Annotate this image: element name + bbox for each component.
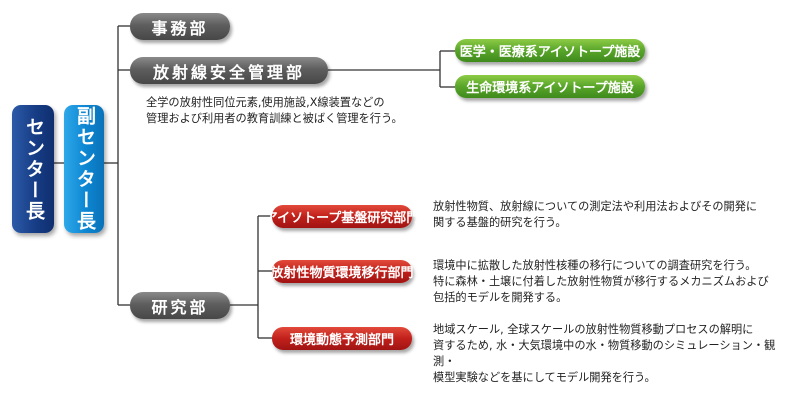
dynamics-division-description: 地域スケール, 全球スケールの放射性物質移動プロセスの解明に 資するため, 水・… xyxy=(433,323,776,384)
center-director-box: センター長 xyxy=(12,105,54,233)
radiation-safety-description: 全学の放射性同位元素,使用施設,X線装置などの 管理および利用者の教育訓練と被ば… xyxy=(146,96,403,125)
isotope-division-description: 放射性物質、放射線についての測定法や利用法およびその開発に 関する基盤的研究を行… xyxy=(433,200,758,229)
radiation-safety-department: 放射線安全管理部 xyxy=(130,57,328,84)
isotope-fundamental-research-division: アイソトープ基盤研究部門 xyxy=(265,205,419,228)
deputy-director-box: 副センター長 xyxy=(64,105,104,233)
radioactive-environment-migration-division: 放射性物質環境移行部門 xyxy=(271,260,414,283)
admin-department: 事務部 xyxy=(130,13,230,40)
medical-isotope-facility: 医学・医療系アイソトープ施設 xyxy=(455,39,645,62)
life-environment-isotope-facility: 生命環境系アイソトープ施設 xyxy=(455,75,645,98)
research-department: 研究部 xyxy=(130,292,230,319)
environmental-dynamics-prediction-division: 環境動態予測部門 xyxy=(272,327,412,350)
migration-division-description: 環境中に拡散した放射性核種の移行についての調査研究を行う。 特に森林・土壌に付着… xyxy=(433,259,769,304)
